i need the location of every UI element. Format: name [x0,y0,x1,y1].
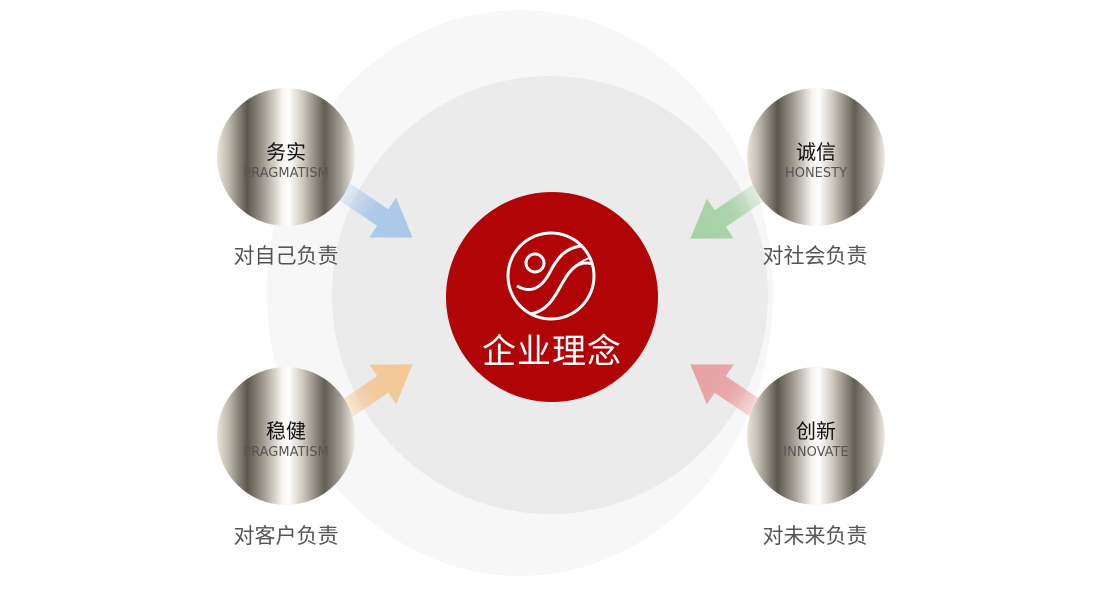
caption-customer: 对客户负责 [233,524,339,548]
caption-society: 对社会负责 [762,244,868,268]
node-title: 诚信 [796,140,836,164]
node-subtitle: PRAGMATISM [243,166,329,181]
node-title: 稳健 [266,419,306,443]
arrow-top-left [327,175,413,238]
node-title: 创新 [796,419,836,443]
caption-self: 对自己负责 [233,244,339,268]
caption-future: 对未来负责 [762,524,868,548]
node-subtitle: PRAGMATISM [243,445,329,460]
node-innovate: 创新 INNOVATE [747,367,885,505]
core-title: 企业理念 [482,332,622,372]
node-subtitle: HONESTY [784,166,848,181]
core-circle: 企业理念 [446,192,658,402]
swirl-logo-icon [506,231,596,321]
node-pragmatism: 务实 PRAGMATISM [217,88,355,226]
node-honesty: 诚信 HONESTY [747,88,885,226]
arrow-top-right [690,176,776,239]
node-steady: 稳健 PRAGMATISM [217,367,355,505]
node-subtitle: INNOVATE [783,445,849,460]
node-title: 务实 [266,140,306,164]
